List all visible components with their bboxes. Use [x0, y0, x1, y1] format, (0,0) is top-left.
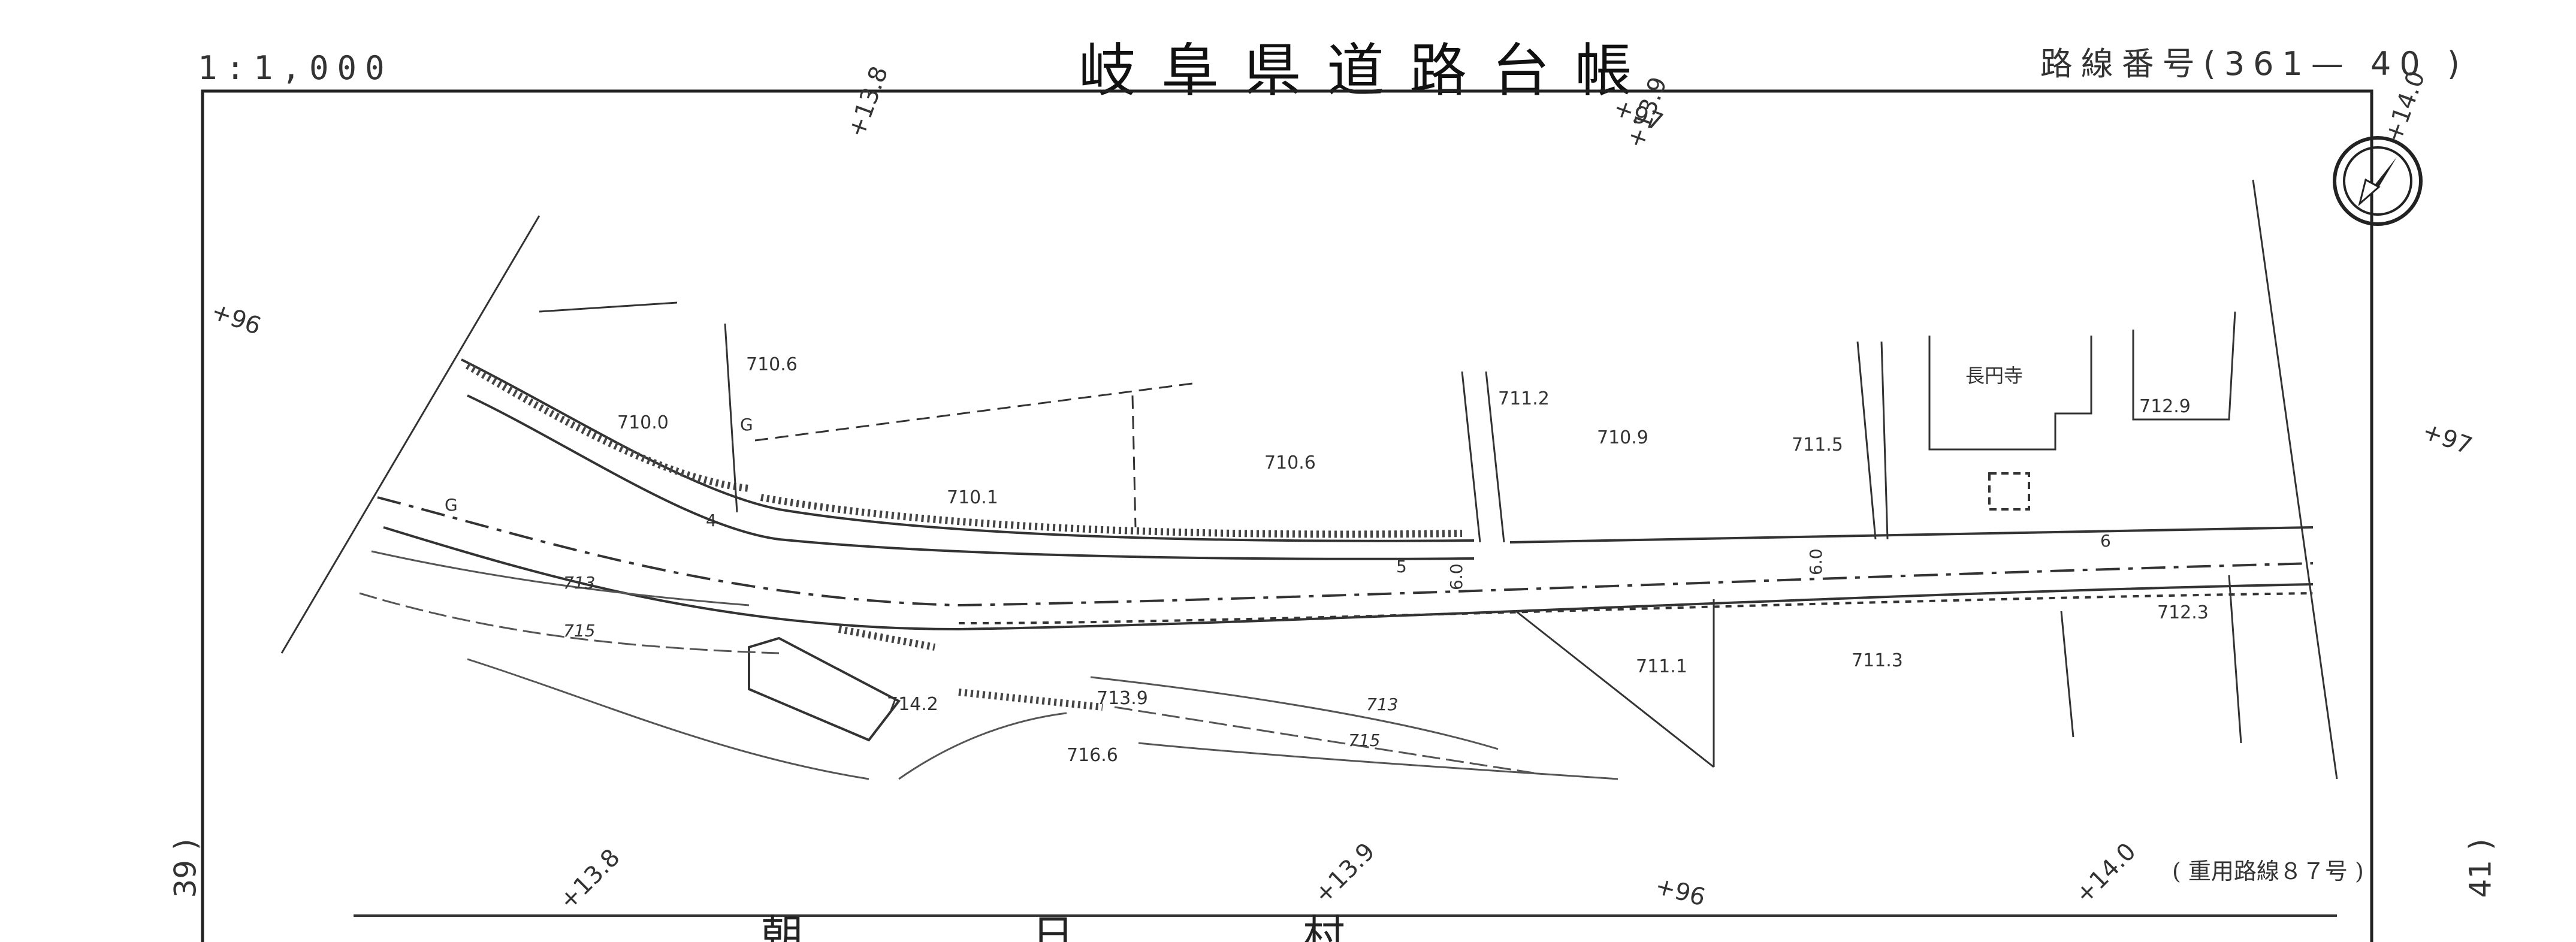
- station-label: +96: [208, 297, 265, 340]
- elevation-label: 711.5: [1792, 434, 1843, 455]
- village-name: 朝 日 村: [761, 911, 1453, 942]
- contour-label: 713: [1366, 695, 1398, 714]
- elevation-label: 712.3: [2157, 602, 2209, 623]
- property-lines: [280, 179, 2338, 780]
- page-title: 岐阜県道路台帳: [1079, 37, 1657, 104]
- elevation-label: 710.6: [1264, 452, 1316, 473]
- station-label: +13.8: [842, 63, 893, 141]
- station-labels: +13.8 +97 +13.9 +14.0 +96 +97 +13.8 +13.…: [208, 63, 2476, 916]
- retaining-wall: [465, 362, 1463, 711]
- station-label: +97: [2419, 417, 2476, 460]
- station-label: +13.8: [554, 844, 626, 915]
- map-scale: 1:1,000: [198, 49, 393, 87]
- elevation-label: 716.6: [1067, 745, 1118, 766]
- road-annotations: 4 5 6 6.0 6.0 G G: [445, 415, 2111, 590]
- elevation-label: 710.0: [617, 412, 669, 433]
- marker-label: G: [445, 495, 458, 515]
- contour-lines: [359, 550, 1618, 780]
- marker-label: G: [740, 415, 753, 434]
- elevation-label: 711.2: [1498, 388, 1550, 409]
- elevation-label: 711.3: [1852, 650, 1903, 671]
- station-label: +14.0: [2070, 838, 2142, 909]
- station-label: +13.9: [1309, 838, 1381, 909]
- contour-label: 713: [563, 573, 595, 593]
- pavement-width: 6.0: [1806, 548, 1826, 575]
- elevation-label: 713.9: [1097, 688, 1148, 709]
- station-label: +96: [1652, 872, 1708, 911]
- pavement-width: 6.0: [1446, 563, 1466, 590]
- road-number: 5: [1396, 557, 1407, 576]
- road-number: 6: [2100, 531, 2111, 551]
- elevation-label: 710.9: [1597, 427, 1648, 448]
- elevation-label: 710.6: [746, 354, 798, 375]
- overlap-route-note: ( 重用路線８７号 ): [2172, 858, 2364, 884]
- north-arrow-icon: [2333, 136, 2423, 226]
- station-label: +14.0: [2379, 68, 2430, 146]
- contour-values: 713 715 713 715: [563, 573, 1398, 750]
- contour-label: 715: [1348, 730, 1380, 750]
- main-road: [377, 358, 2314, 631]
- route-number: 路線番号(361— 40 ): [2040, 45, 2468, 83]
- temple-label: 長円寺: [1965, 364, 2023, 387]
- road-number: 4: [706, 511, 717, 530]
- building: [748, 472, 2030, 742]
- contour-label: 715: [563, 621, 595, 641]
- map-frame: [201, 89, 2373, 942]
- elevation-label: 711.1: [1636, 656, 1687, 677]
- spot-elevations: 710.6 710.0 710.1 710.6 711.2 710.9 711.…: [617, 354, 2209, 766]
- elevation-label: 712.9: [2139, 396, 2191, 417]
- elevation-label: 714.2: [887, 694, 938, 715]
- elevation-label: 710.1: [947, 487, 998, 508]
